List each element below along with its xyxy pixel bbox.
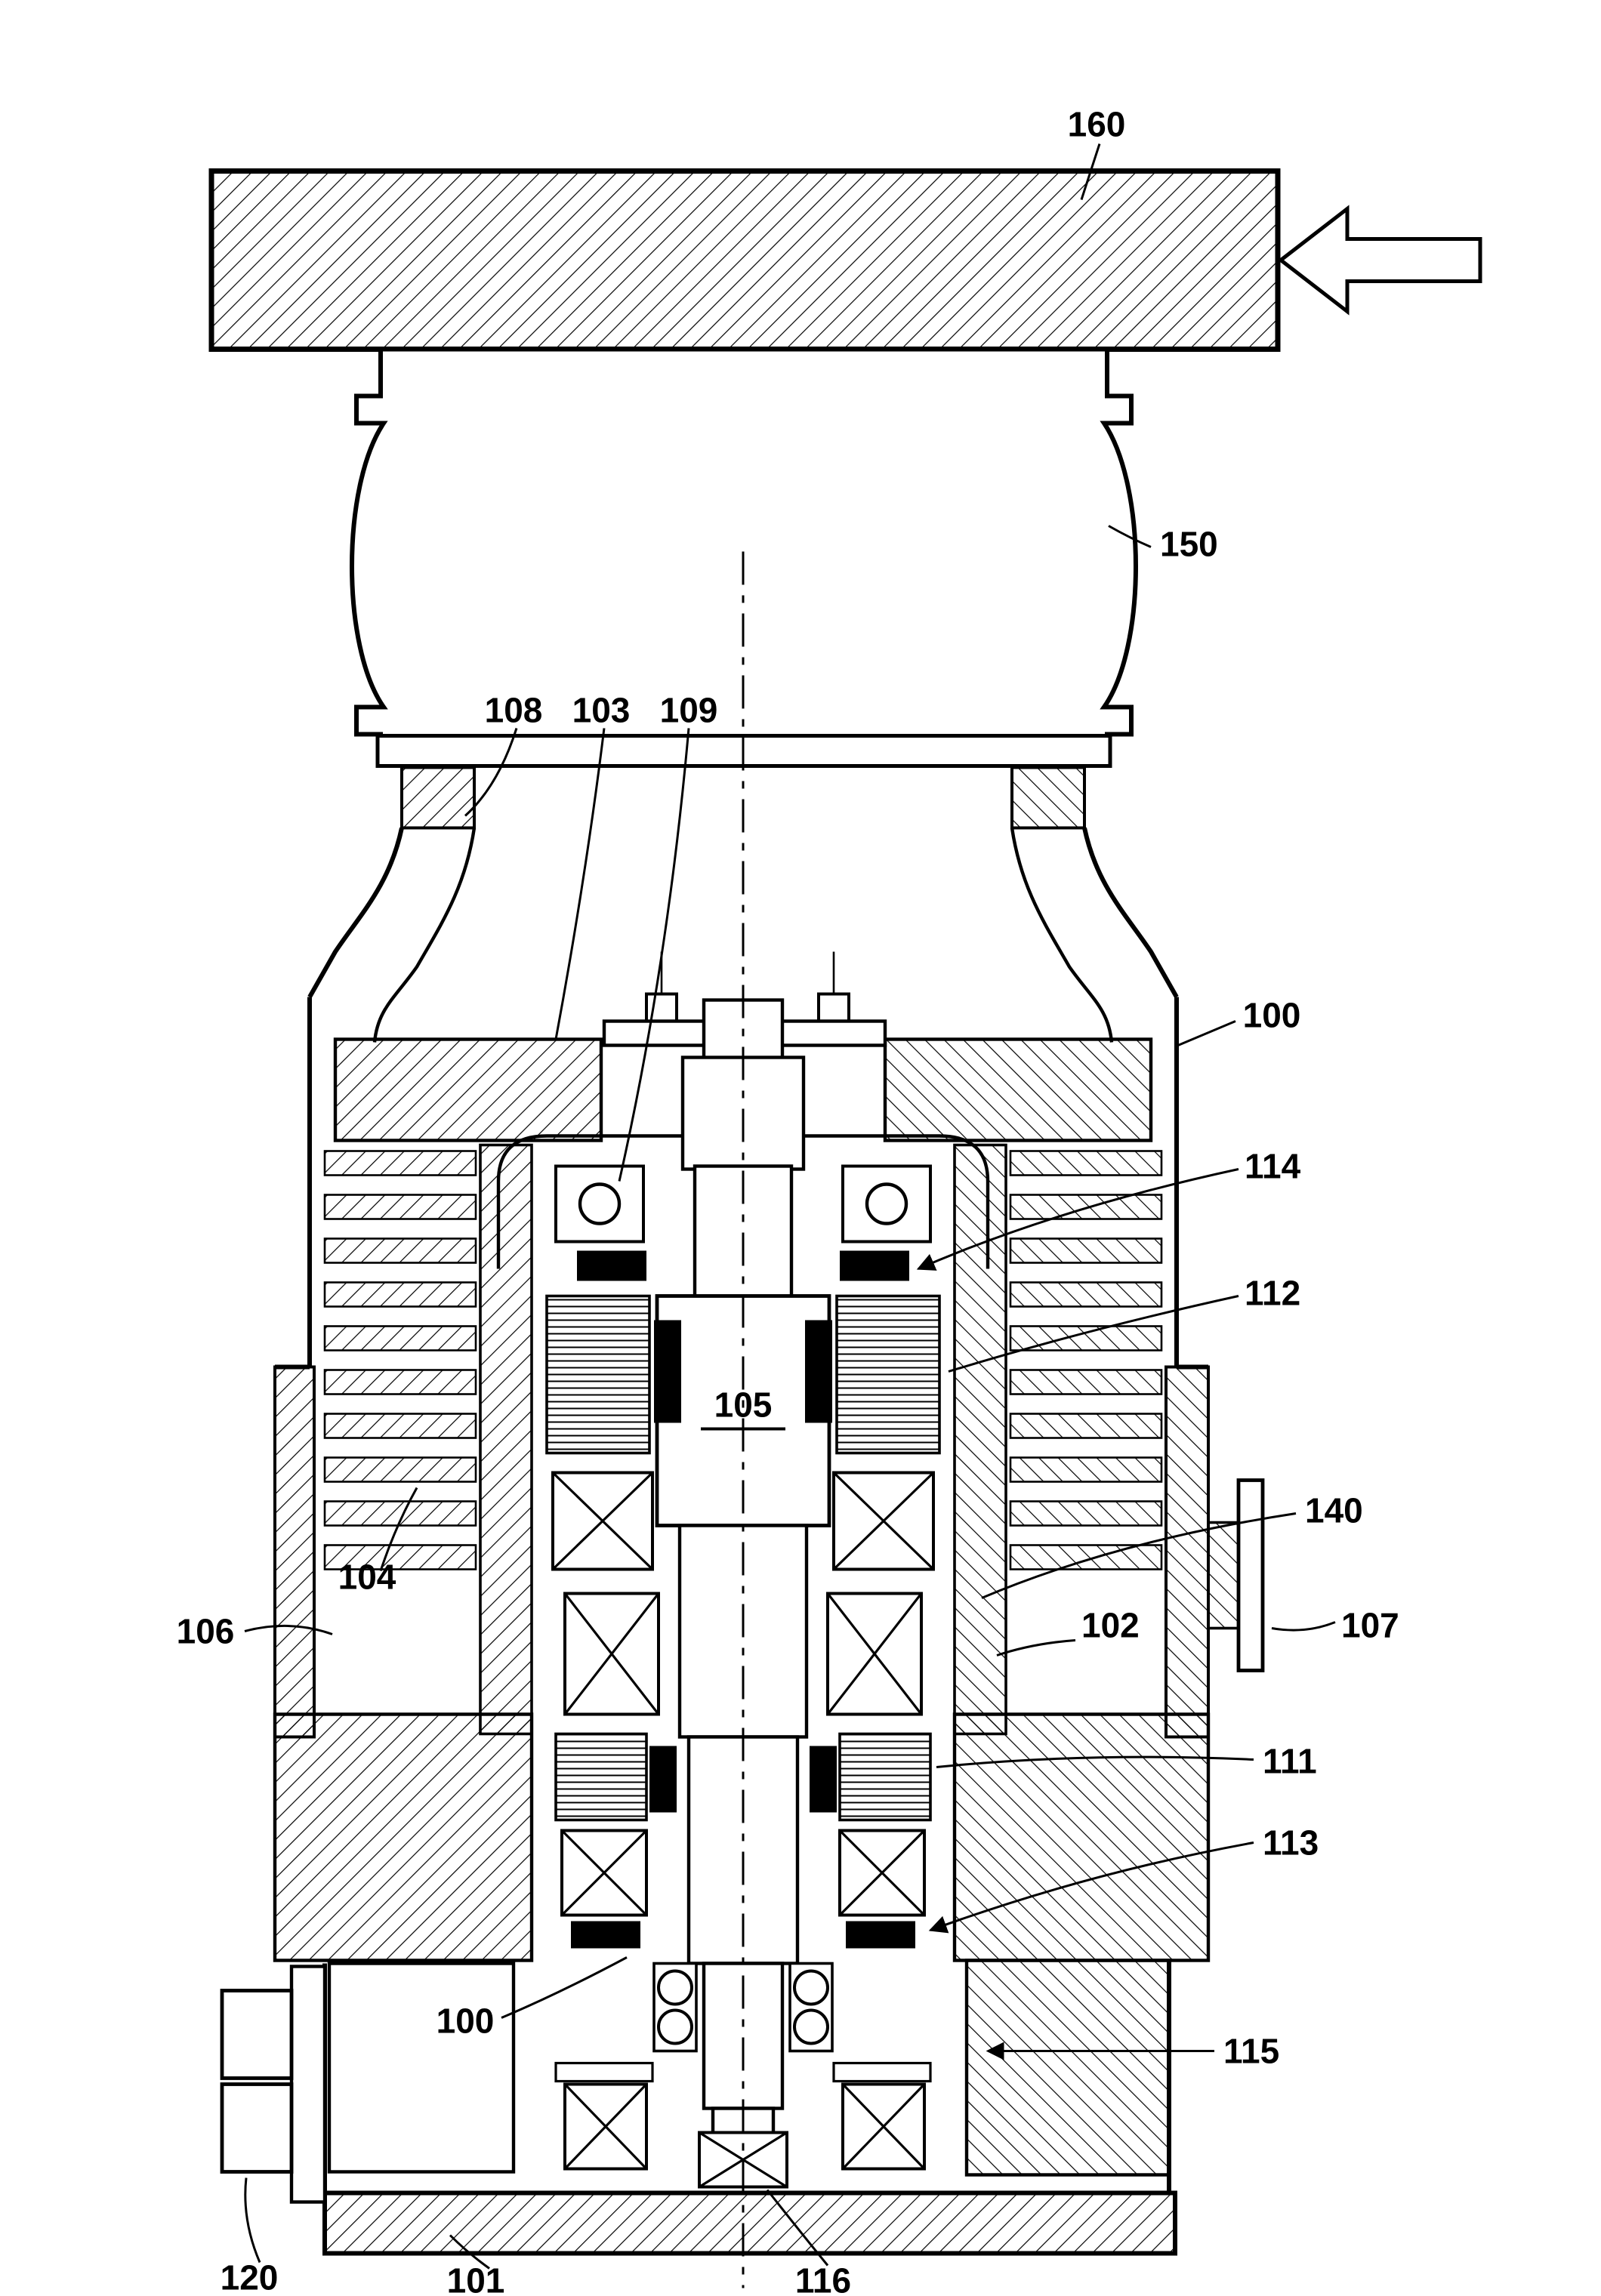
ref-label-107: 107 xyxy=(1341,1606,1399,1645)
lower-bearing-left xyxy=(652,1962,698,2053)
leader-140 xyxy=(981,1512,1297,1599)
lower-lamination-stacks xyxy=(554,1732,932,1822)
side-port xyxy=(1207,1478,1265,1672)
leader-106 xyxy=(244,1624,333,1635)
reference-labels: 160 150 108 103 109 100 114 112 105 104 … xyxy=(177,105,1399,2296)
leader-113 xyxy=(928,1841,1254,1934)
leader-103 xyxy=(554,728,606,1040)
leader-114 xyxy=(916,1168,1239,1271)
leader-109 xyxy=(618,728,690,1182)
motor-housing-shell xyxy=(273,997,1211,1962)
inlet-duct xyxy=(208,168,1281,352)
ref-label-115: 115 xyxy=(1223,2032,1279,2071)
ref-label-114: 114 xyxy=(1245,1147,1301,1186)
leader-lines xyxy=(244,143,1336,2270)
upper-lamination-stacks xyxy=(545,1294,941,1455)
ref-label-120: 120 xyxy=(221,2258,279,2296)
base-housing xyxy=(322,1959,1177,2256)
ref-label-106: 106 xyxy=(177,1612,235,1651)
upper-winding-sections xyxy=(551,1471,935,1716)
upper-bearing-right xyxy=(841,1164,932,1244)
leader-112 xyxy=(948,1295,1239,1373)
neck-adapter xyxy=(307,766,1179,1043)
leader-160 xyxy=(1080,143,1101,200)
bottom-winding-sections xyxy=(554,2061,932,2189)
cooling-fins-right xyxy=(1009,1150,1163,1570)
ref-label-100-lower: 100 xyxy=(436,2002,495,2041)
ref-label-111: 111 xyxy=(1263,1742,1317,1781)
lower-winding-sections xyxy=(560,1829,926,1917)
ref-label-109: 109 xyxy=(660,691,718,730)
ref-label-101: 101 xyxy=(447,2261,505,2296)
flow-arrow-icon xyxy=(1277,205,1482,316)
leader-107 xyxy=(1271,1621,1336,1632)
ref-label-104: 104 xyxy=(338,1558,396,1597)
leader-111 xyxy=(936,1755,1254,1768)
ref-label-108: 108 xyxy=(485,691,543,730)
leader-108 xyxy=(464,728,518,817)
cooling-fins-left xyxy=(323,1150,477,1570)
upper-magnet-bands xyxy=(654,1320,832,1423)
drain-fitting xyxy=(220,1965,327,2204)
ref-label-113: 113 xyxy=(1263,1823,1319,1863)
lower-bearing-right xyxy=(788,1962,834,2053)
leader-100-lower xyxy=(501,1956,628,2019)
leader-100-upper xyxy=(1177,1020,1236,1046)
leader-101 xyxy=(449,2234,490,2270)
ref-label-150: 150 xyxy=(1160,525,1218,564)
lower-magnet-bands xyxy=(649,1746,837,1813)
upper-bearing-left xyxy=(554,1164,645,1244)
ref-label-160: 160 xyxy=(1068,105,1126,144)
leader-150 xyxy=(1108,525,1152,548)
ref-label-102: 102 xyxy=(1081,1606,1140,1645)
upper-seal-rings xyxy=(577,1250,909,1281)
ref-label-116: 116 xyxy=(795,2261,851,2296)
ref-label-105: 105 xyxy=(714,1385,773,1425)
leader-104 xyxy=(379,1487,418,1571)
ref-label-112: 112 xyxy=(1245,1274,1300,1313)
ref-label-100-upper: 100 xyxy=(1243,996,1301,1035)
leader-120 xyxy=(244,2177,261,2264)
ref-label-103: 103 xyxy=(572,691,631,730)
leader-116 xyxy=(766,2189,829,2267)
lower-seal-rings xyxy=(571,1921,915,1949)
leader-102 xyxy=(996,1639,1076,1657)
ref-label-140: 140 xyxy=(1305,1491,1363,1530)
